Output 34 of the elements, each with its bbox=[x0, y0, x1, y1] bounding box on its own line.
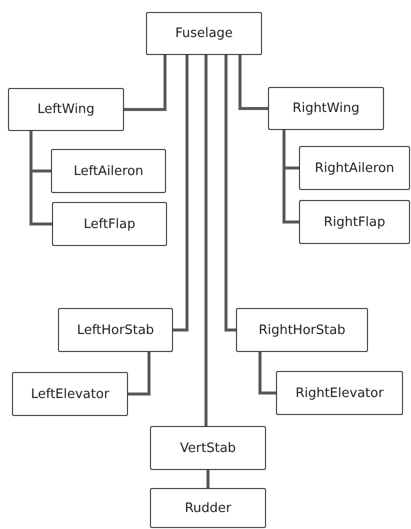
component-label: RightFlap bbox=[324, 214, 386, 230]
component-label: LeftWing bbox=[37, 102, 95, 117]
component-box bbox=[51, 149, 166, 193]
component-box bbox=[150, 488, 266, 528]
component-label: LeftHorStab bbox=[76, 322, 154, 338]
connector-line bbox=[224, 55, 236, 332]
connector-line bbox=[173, 55, 188, 332]
component-box bbox=[58, 308, 173, 352]
component-label: Rudder bbox=[184, 500, 232, 516]
component-label: RightWing bbox=[292, 101, 360, 116]
component-label: RightElevator bbox=[295, 386, 384, 400]
component-box bbox=[52, 202, 167, 246]
component-box bbox=[268, 87, 384, 130]
connector-line bbox=[204, 55, 208, 426]
connector-line bbox=[206, 470, 210, 488]
component-box bbox=[276, 371, 403, 415]
component-box bbox=[8, 88, 124, 131]
component-label: RightHorStab bbox=[258, 322, 346, 338]
component-label: Fuselage bbox=[175, 26, 233, 41]
connector-line bbox=[128, 352, 150, 396]
connector-line bbox=[238, 55, 268, 110]
component-box bbox=[236, 308, 368, 352]
component-label: LeftElevator bbox=[30, 386, 110, 402]
component-label: LeftAileron bbox=[74, 164, 144, 178]
component-box bbox=[299, 146, 410, 190]
component-box bbox=[150, 426, 266, 470]
component-box bbox=[299, 200, 410, 244]
component-label: RightAileron bbox=[314, 160, 394, 176]
component-label: LeftFlap bbox=[84, 216, 136, 232]
component-box bbox=[146, 12, 262, 55]
connector-line bbox=[258, 352, 276, 394]
connector-line bbox=[124, 55, 166, 111]
component-label: VertStab bbox=[180, 440, 236, 456]
component-box bbox=[12, 372, 128, 416]
